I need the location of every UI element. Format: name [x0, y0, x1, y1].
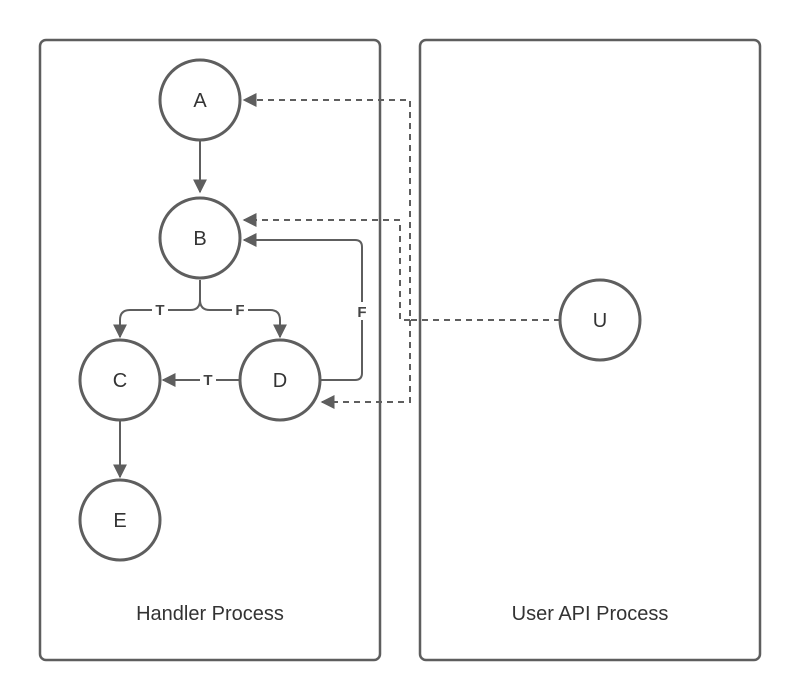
- node-b-label: B: [193, 228, 206, 250]
- node-c: C: [78, 338, 162, 422]
- edge-u-to-a: [242, 93, 560, 321]
- node-u: U: [558, 278, 642, 362]
- edge-b-to-d: [199, 299, 287, 339]
- edge-label-d-to-c: T: [200, 370, 216, 389]
- edge-u-to-d: [320, 320, 411, 409]
- svg-text:T: T: [155, 302, 164, 319]
- svg-text:F: F: [235, 302, 244, 319]
- node-u-label: U: [593, 310, 607, 332]
- node-a: A: [158, 58, 242, 142]
- edge-label-b-to-d: F: [232, 300, 248, 319]
- node-d-label: D: [273, 370, 287, 392]
- node-c-label: C: [113, 370, 127, 392]
- node-e-label: E: [113, 510, 126, 532]
- user-api-process-label: User API Process: [512, 603, 669, 625]
- node-b: B: [158, 196, 242, 280]
- edge-u-to-b: [242, 213, 410, 321]
- edge-label-b-to-c: T: [152, 300, 168, 319]
- node-e: E: [78, 478, 162, 562]
- node-d: D: [238, 338, 322, 422]
- node-a-label: A: [193, 90, 207, 112]
- edge-label-d-to-b: F: [354, 302, 370, 321]
- svg-text:T: T: [203, 372, 212, 389]
- handler-process-label: Handler Process: [136, 603, 284, 625]
- svg-text:F: F: [357, 304, 366, 321]
